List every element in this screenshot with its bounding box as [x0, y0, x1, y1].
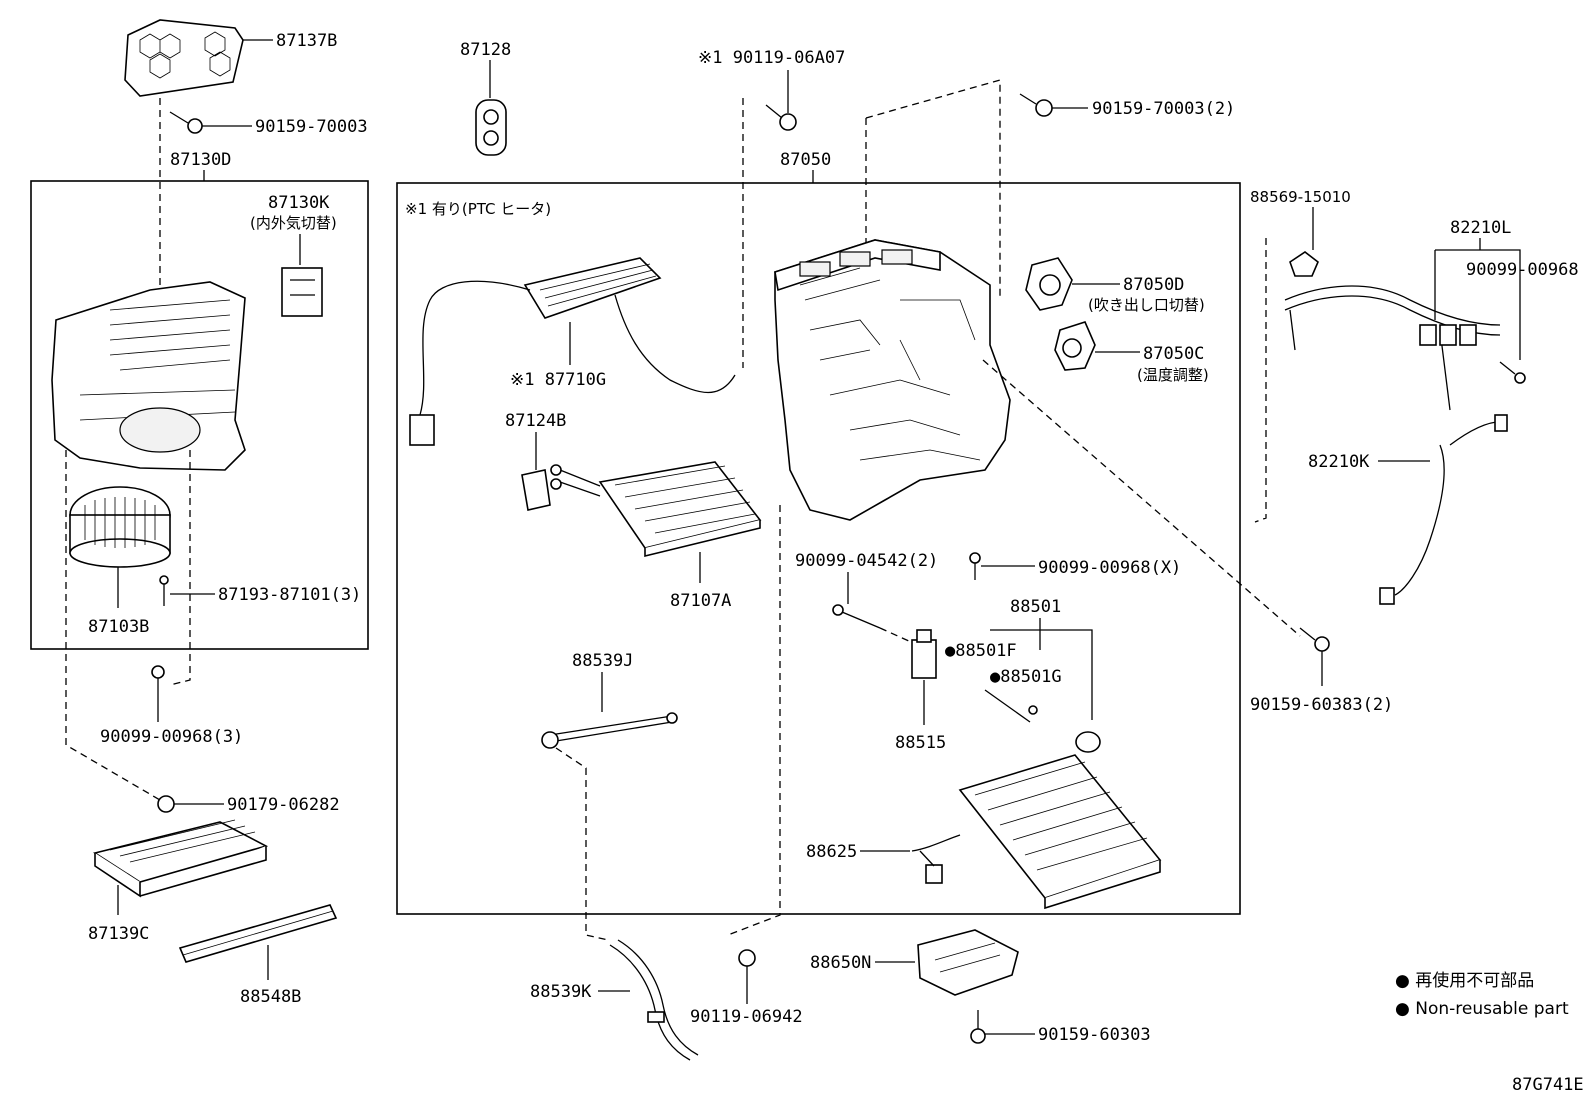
label-88539K[interactable]: 88539K — [530, 982, 592, 1002]
label-90099-00968-X[interactable]: 90099-00968(X) — [1038, 558, 1181, 578]
screw-icon — [765, 104, 797, 131]
screw-icon — [1499, 361, 1526, 384]
blower-assembly-box — [30, 180, 369, 650]
part-87050D-drawing — [1025, 257, 1073, 311]
label-88625[interactable]: 88625 — [806, 842, 857, 862]
part-87050C-drawing — [1054, 321, 1096, 371]
legend-non-reusable-jp: ● 再使用不可部品 — [1395, 970, 1534, 991]
screw-icon — [169, 111, 203, 134]
label-90159-70003-2[interactable]: 90159-70003(2) — [1092, 99, 1235, 119]
label-87137B[interactable]: 87137B — [276, 31, 337, 51]
screw-icon — [738, 949, 756, 985]
label-87193-87101[interactable]: 87193-87101(3) — [218, 585, 361, 605]
part-87130K-drawing — [281, 267, 323, 317]
part-87128-drawing — [475, 99, 507, 156]
label-90099-04542-2[interactable]: 90099-04542(2) — [795, 551, 938, 571]
screw-icon — [970, 1010, 986, 1044]
o-ring-icon — [1028, 705, 1038, 715]
label-87139C[interactable]: 87139C — [88, 924, 149, 944]
part-87710G-drawing — [409, 257, 736, 446]
label-90119-06942[interactable]: 90119-06942 — [690, 1007, 803, 1027]
ptc-heater-note[interactable]: ※1 有り(PTC ヒータ) — [405, 200, 551, 218]
label-87050D[interactable]: 87050D — [1123, 275, 1184, 295]
label-87050[interactable]: 87050 — [780, 150, 831, 170]
part-88569-drawing — [1289, 251, 1319, 277]
label-87130K-note[interactable]: (内外気切替) — [250, 214, 337, 232]
label-88569-15010[interactable]: 88569-15010 — [1250, 188, 1351, 206]
label-88650N[interactable]: 88650N — [810, 953, 871, 973]
seal-icon — [1075, 731, 1101, 753]
label-82210L[interactable]: 82210L — [1450, 218, 1511, 238]
figure-id: 87G741E — [1512, 1075, 1584, 1095]
label-87050C[interactable]: 87050C — [1143, 344, 1204, 364]
label-90119-06A07[interactable]: ※1 90119-06A07 — [698, 48, 845, 68]
part-88515-drawing — [911, 629, 937, 679]
legend-non-reusable-en: ● Non-reusable part — [1395, 999, 1569, 1019]
part-87139C-drawing — [93, 819, 269, 898]
part-evaporator-drawing — [958, 754, 1162, 910]
part-87050-drawing — [774, 239, 1011, 521]
label-88515[interactable]: 88515 — [895, 733, 946, 753]
label-87128[interactable]: 87128 — [460, 40, 511, 60]
label-87130K[interactable]: 87130K — [268, 193, 330, 213]
bolt-icon — [832, 604, 881, 629]
label-82210K[interactable]: 82210K — [1308, 452, 1370, 472]
part-88539K-drawing — [609, 939, 699, 1061]
part-88625-drawing — [911, 834, 961, 884]
screw-icon — [1299, 627, 1330, 652]
screw-icon — [151, 665, 165, 706]
label-87130D[interactable]: 87130D — [170, 150, 231, 170]
part-82210K-drawing — [1379, 414, 1508, 605]
part-87137B-drawing — [124, 19, 244, 97]
part-87107A-drawing — [550, 461, 762, 558]
label-88548B[interactable]: 88548B — [240, 987, 301, 1007]
part-88539J-drawing — [541, 712, 678, 749]
nut-icon — [157, 795, 175, 813]
screw-icon — [1019, 93, 1053, 117]
label-90099-00968[interactable]: 90099-00968 — [1466, 260, 1579, 280]
label-88501[interactable]: 88501 — [1010, 597, 1061, 617]
part-87124B-drawing — [521, 469, 551, 511]
part-88650N-drawing — [917, 929, 1019, 996]
part-88548B-drawing — [178, 904, 338, 963]
label-87107A[interactable]: 87107A — [670, 591, 731, 611]
label-87103B[interactable]: 87103B — [88, 617, 149, 637]
label-87050D-note[interactable]: (吹き出し口切替) — [1088, 296, 1205, 314]
label-87050C-note[interactable]: (温度調整) — [1137, 366, 1209, 384]
screw-icon — [969, 552, 981, 580]
part-87103B-drawing — [69, 486, 171, 568]
part-82210L-drawing — [1284, 285, 1501, 411]
part-blower-case-drawing — [51, 281, 246, 471]
label-90179-06282[interactable]: 90179-06282 — [227, 795, 340, 815]
label-87124B[interactable]: 87124B — [505, 411, 566, 431]
heater-unit-box — [396, 182, 1241, 915]
label-88501G[interactable]: ●88501G — [990, 667, 1062, 687]
label-90099-00968-3[interactable]: 90099-00968(3) — [100, 727, 243, 747]
label-87710G[interactable]: ※1 87710G — [510, 370, 606, 390]
label-88501F[interactable]: ●88501F — [945, 641, 1017, 661]
screw-icon — [159, 575, 169, 606]
label-90159-60303[interactable]: 90159-60303 — [1038, 1025, 1151, 1045]
label-88539J[interactable]: 88539J — [572, 651, 633, 671]
label-90159-60383-2[interactable]: 90159-60383(2) — [1250, 695, 1393, 715]
label-90159-70003[interactable]: 90159-70003 — [255, 117, 368, 137]
